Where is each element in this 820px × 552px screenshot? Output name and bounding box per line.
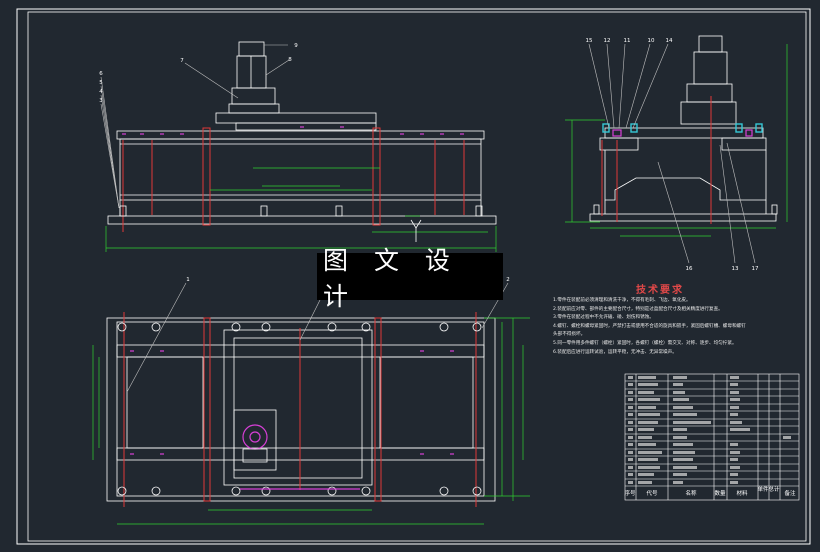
watermark-text: 图 文 设 计 (323, 245, 459, 311)
bom-header-cell: 单件 (757, 485, 769, 493)
balloon-label: 12 (604, 38, 611, 44)
tech-requirement-item: 6.装配后应进行运转试验，运转平稳，无冲击、无异常噪声。 (553, 349, 677, 355)
balloon-label: 7 (180, 58, 184, 64)
balloon-label: 6 (99, 71, 103, 77)
watermark-banner: 图 文 设 计 (317, 246, 503, 311)
tech-requirement-item: 头部不得损坏。 (553, 332, 586, 338)
side-motor-top (698, 35, 723, 53)
gearbox (231, 87, 276, 105)
bom-header-cell: 总计 (768, 485, 780, 493)
side-carriage-block (680, 101, 737, 125)
bom-sequence-marks (628, 376, 633, 484)
side-i-beam (604, 150, 767, 201)
tech-requirement-item: 5.同一零件用多件螺钉（螺栓）紧固时，各螺钉（螺栓）需交叉、对称、逐步、均匀拧紧… (553, 340, 737, 346)
base-plate (107, 215, 497, 225)
balloon-label: 14 (666, 38, 673, 44)
tech-requirements-title: 技术要求 (636, 285, 684, 296)
side-bracket-left (599, 137, 639, 151)
bom-header-cell: 名称 (685, 489, 697, 497)
side-motor-body (693, 51, 728, 85)
side-top-plate (604, 127, 764, 139)
plan-view (92, 282, 530, 525)
side-bracket-right (721, 137, 767, 151)
front-view (100, 41, 497, 252)
balloon-label: 4 (99, 89, 103, 95)
tech-requirements-list: 1.零件在装配前必须清理和清洗干净，不得有毛刺、飞边、氧化皮。 2.装配前应对零… (553, 297, 808, 357)
tech-requirement-item: 3.零件在装配过程中不允许磕、碰、划伤和锈蚀。 (553, 315, 654, 321)
tech-requirement-item: 2.装配前应对零、部件的主要配合尺寸，特别是过盈配合尺寸及相关精度进行复查。 (553, 306, 723, 312)
balloon-label: 5 (99, 80, 103, 86)
carriage-slider (235, 122, 377, 131)
bom-header-row: 序号 代号 名称 数量 材料 单件 总计 备注 (624, 485, 796, 497)
tech-requirement-item: 1.零件在装配前必须清理和清洗干净，不得有毛刺、飞边、氧化皮。 (553, 298, 691, 303)
bom-table (624, 373, 800, 501)
balloon-label: 15 (586, 38, 593, 44)
balloon-label: 3 (99, 98, 103, 104)
bom-cell-marks (638, 376, 791, 484)
side-view (565, 35, 788, 264)
motor-body (236, 55, 267, 89)
side-base (589, 213, 777, 222)
balloon-label: 2 (506, 277, 510, 283)
tech-requirement-item: 4.螺钉、螺栓和螺母紧固时，严禁打击或使用不合适的旋具和扳手，紧固后螺钉槽、螺母… (553, 323, 746, 329)
balloon-label: 11 (624, 38, 631, 44)
balloon-label: 13 (732, 266, 739, 272)
plan-carriage (223, 329, 373, 486)
balloon-label: 9 (294, 43, 298, 49)
plan-motor-base (233, 409, 277, 471)
balloon-label: 17 (752, 266, 759, 272)
motor-top (238, 41, 265, 57)
drawing-border-inner (27, 11, 807, 542)
plan-outer-frame (106, 317, 496, 502)
drawing-border-outer (16, 8, 811, 545)
motor-flange (228, 103, 280, 114)
balloon-label: 8 (288, 57, 292, 63)
bom-header-cell: 备注 (784, 489, 796, 497)
balloon-label: 10 (648, 38, 655, 44)
plan-inner-frame (116, 321, 485, 497)
plan-carriage-inner (233, 337, 363, 479)
balloon-label: 1 (186, 277, 190, 283)
side-gearbox (686, 83, 733, 103)
beam-body (119, 138, 482, 201)
beam-top-rail (116, 130, 485, 140)
carriage-plate (215, 112, 377, 124)
plan-window-right (379, 356, 474, 449)
bom-header-cell: 序号 (624, 489, 636, 497)
bom-header-cell: 代号 (646, 489, 658, 497)
plan-window-left (126, 356, 204, 449)
bom-header-cell: 数量 (714, 489, 726, 497)
balloon-labels: 7 9 8 6 5 4 3 15 12 11 10 14 16 13 17 1 … (99, 38, 759, 283)
balloon-label: 16 (686, 266, 693, 272)
bom-header-cell: 材料 (736, 489, 748, 497)
